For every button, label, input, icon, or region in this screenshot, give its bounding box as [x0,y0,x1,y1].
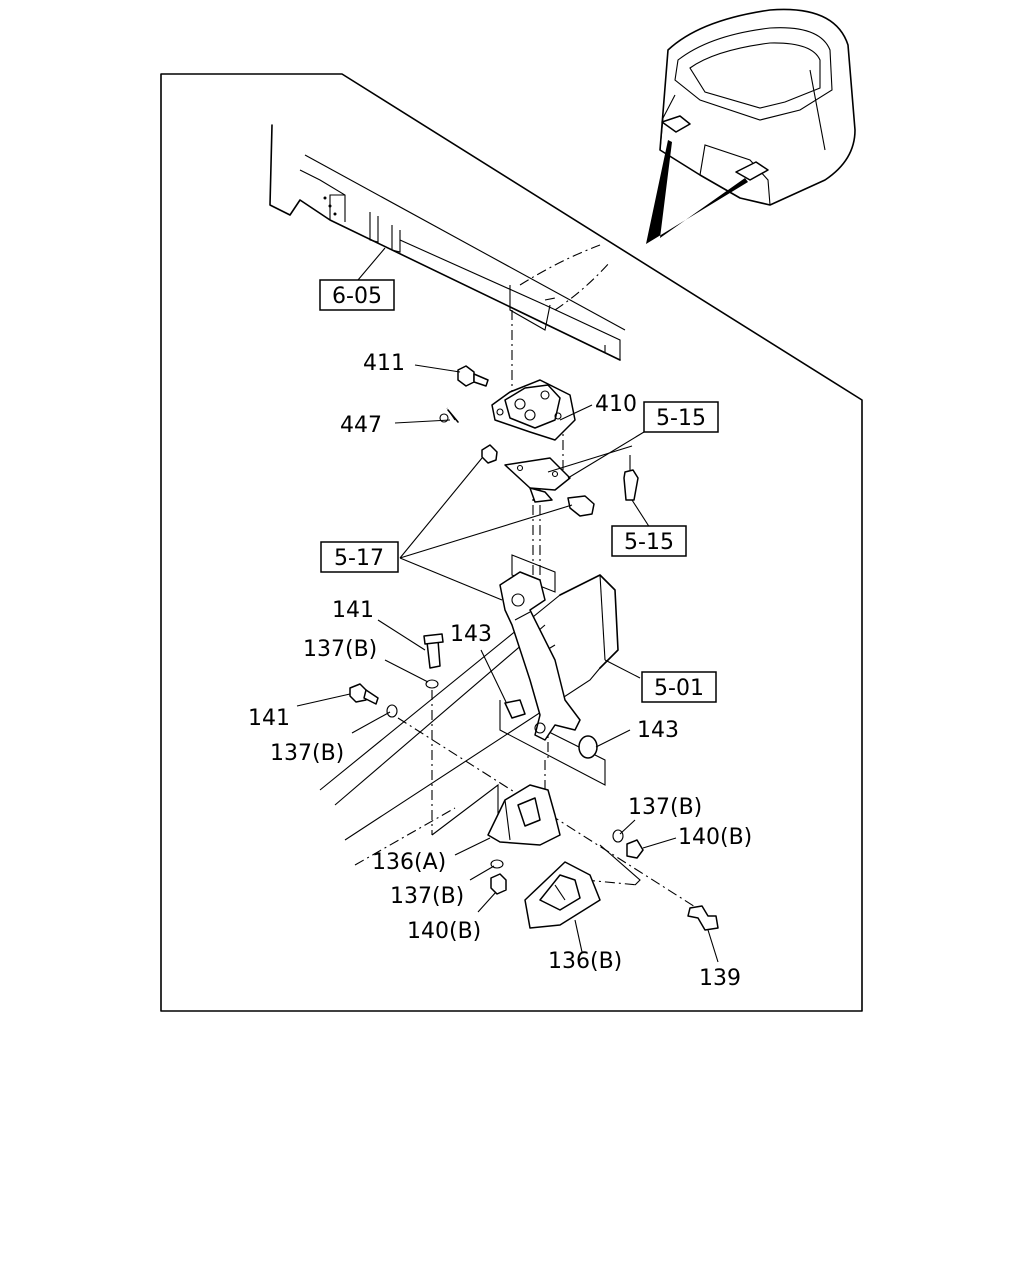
label-411: 411 [363,351,405,376]
label-137b-2: 137(B) [270,741,344,766]
leader-lines [296,247,719,963]
label-137b-1: 137(B) [303,637,377,662]
label-136b: 136(B) [548,949,622,974]
diagram-frame [160,73,863,1012]
label-141-upper: 141 [332,598,374,623]
bolt-411 [457,365,489,387]
cross-member-upper [269,124,626,361]
ref-callouts: 6-05 5-15 5-15 5-17 5-01 [319,279,719,703]
label-140b-1: 140(B) [678,825,752,850]
label-140b-2: 140(B) [407,919,481,944]
mount-bracket-136b [524,861,601,929]
ref-box-5-15-upper [643,401,719,433]
pin-447 [439,409,459,423]
label-410: 410 [595,392,637,417]
ref-box-5-15-lower [611,525,687,557]
label-139: 139 [699,966,741,991]
label-137b-4: 137(B) [390,884,464,909]
label-143-left: 143 [450,622,492,647]
cab-thumbnail [646,8,856,244]
label-137b-3: 137(B) [628,795,702,820]
ref-box-6-05 [319,279,395,311]
ref-label-5-17: 5-17 [334,546,384,571]
leader-wedge [646,140,748,244]
label-143-right: 143 [637,718,679,743]
lower-bracket [481,444,639,517]
ref-label-6-05: 6-05 [332,284,382,309]
ref-label-5-15-lower: 5-15 [624,530,674,555]
bracket-plate-410 [491,379,576,441]
part-labels: 411 410 447 141 137(B) 143 141 137(B) 14… [248,351,752,991]
guide-shapes [431,554,641,886]
mount-bracket-136a [487,784,561,846]
ref-box-5-17 [320,541,399,573]
label-141-lower: 141 [248,706,290,731]
label-136a: 136(A) [372,850,446,875]
label-447: 447 [340,413,382,438]
hardware [349,633,719,931]
support-arm [499,571,581,741]
ref-label-5-01: 5-01 [654,676,704,701]
ref-label-5-15-upper: 5-15 [656,406,706,431]
ref-box-5-01 [641,671,717,703]
